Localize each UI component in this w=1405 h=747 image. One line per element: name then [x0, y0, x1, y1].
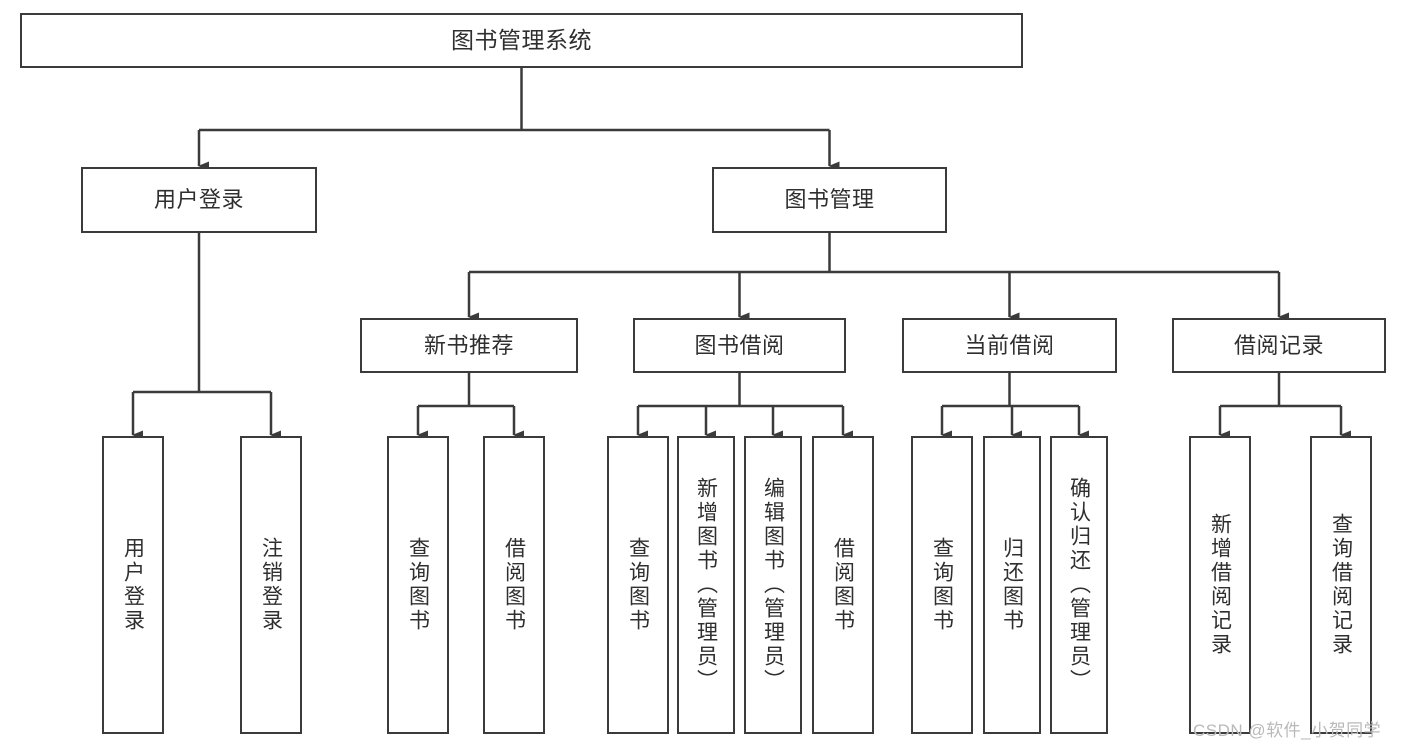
node-root-label: 图书管理系统 — [451, 26, 592, 53]
node-user-login-label: 用户登录 — [153, 187, 244, 213]
node-leaf-borrow-book-1-label: 借阅图书 — [502, 537, 526, 633]
node-user-login[interactable]: 用户登录 — [81, 167, 317, 233]
node-leaf-query-book-3[interactable]: 查询图书 — [911, 436, 973, 734]
node-new-book-rec-label: 新书推荐 — [423, 332, 514, 358]
node-leaf-confirm-return[interactable]: 确认归还（管理员） — [1050, 436, 1108, 734]
node-leaf-query-book-2-label: 查询图书 — [626, 537, 650, 633]
node-leaf-return-book-label: 归还图书 — [1000, 537, 1024, 633]
node-borrow-record[interactable]: 借阅记录 — [1172, 318, 1386, 373]
node-leaf-borrow-book-2[interactable]: 借阅图书 — [812, 436, 874, 734]
node-current-borrow-label: 当前借阅 — [964, 332, 1055, 358]
node-leaf-borrow-book-2-label: 借阅图书 — [831, 537, 855, 633]
node-book-manage[interactable]: 图书管理 — [712, 167, 947, 233]
node-leaf-borrow-book-1[interactable]: 借阅图书 — [483, 436, 545, 734]
node-leaf-user-login-label: 用户登录 — [121, 537, 145, 633]
node-leaf-query-record[interactable]: 查询借阅记录 — [1310, 436, 1372, 734]
node-current-borrow[interactable]: 当前借阅 — [902, 318, 1117, 373]
node-leaf-user-logout-label: 注销登录 — [259, 537, 283, 633]
node-leaf-return-book[interactable]: 归还图书 — [983, 436, 1041, 734]
node-leaf-query-book-1-label: 查询图书 — [406, 537, 430, 633]
node-book-borrow[interactable]: 图书借阅 — [633, 318, 846, 373]
node-new-book-rec[interactable]: 新书推荐 — [360, 318, 578, 373]
node-leaf-add-book[interactable]: 新增图书（管理员） — [677, 436, 735, 734]
node-leaf-user-logout[interactable]: 注销登录 — [240, 436, 302, 734]
node-leaf-query-record-label: 查询借阅记录 — [1329, 513, 1353, 657]
node-borrow-record-label: 借阅记录 — [1233, 332, 1324, 358]
node-leaf-query-book-2[interactable]: 查询图书 — [607, 436, 669, 734]
node-leaf-add-book-label: 新增图书（管理员） — [694, 477, 718, 693]
node-root[interactable]: 图书管理系统 — [20, 13, 1023, 68]
watermark-text: CSDN @软件_小贺同学 — [1193, 721, 1382, 740]
node-leaf-confirm-return-label: 确认归还（管理员） — [1067, 477, 1091, 693]
node-leaf-edit-book[interactable]: 编辑图书（管理员） — [744, 436, 802, 734]
node-leaf-add-record[interactable]: 新增借阅记录 — [1189, 436, 1251, 734]
node-leaf-edit-book-label: 编辑图书（管理员） — [761, 477, 785, 693]
node-book-borrow-label: 图书借阅 — [694, 332, 785, 358]
node-leaf-query-book-1[interactable]: 查询图书 — [387, 436, 449, 734]
node-book-manage-label: 图书管理 — [784, 187, 875, 213]
node-leaf-query-book-3-label: 查询图书 — [930, 537, 954, 633]
node-leaf-user-login[interactable]: 用户登录 — [102, 436, 164, 734]
node-leaf-add-record-label: 新增借阅记录 — [1208, 513, 1232, 657]
